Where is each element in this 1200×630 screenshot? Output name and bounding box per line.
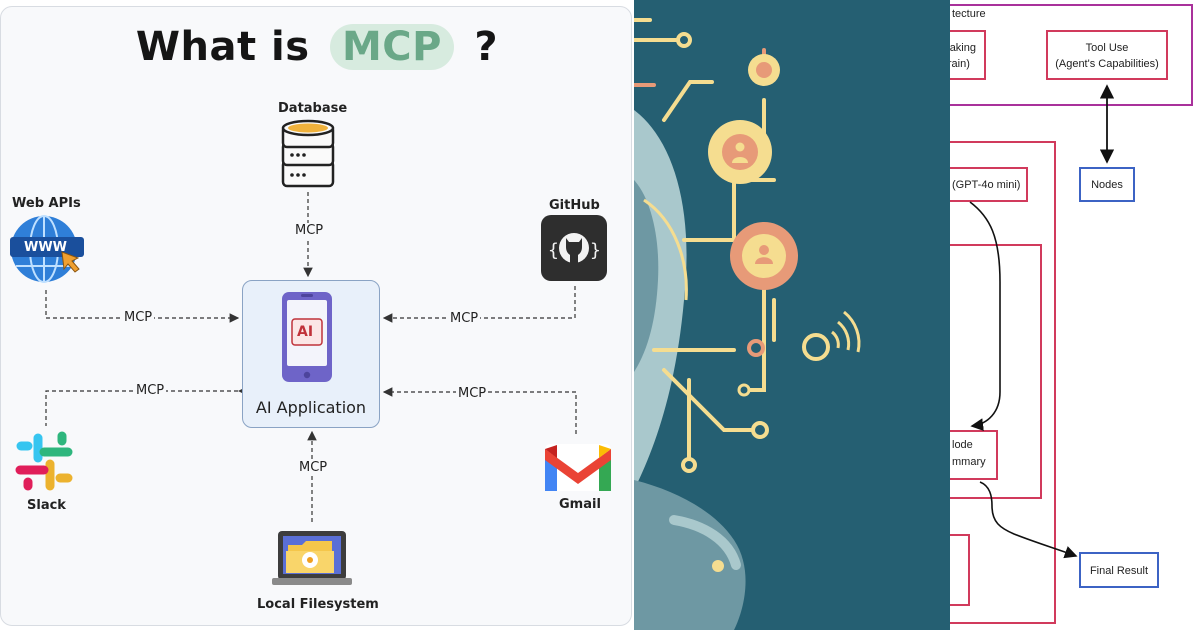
flow-arrows bbox=[969, 84, 1115, 559]
title-prefix: What is bbox=[135, 24, 310, 70]
filesystem-icon bbox=[272, 531, 352, 585]
filesystem-label: Local Filesystem bbox=[257, 597, 379, 612]
slack-label: Slack bbox=[27, 498, 66, 513]
phone-icon bbox=[282, 292, 332, 382]
circuit-art bbox=[634, 18, 861, 630]
title-suffix: ? bbox=[474, 24, 499, 70]
robot-hand-shape bbox=[634, 480, 746, 630]
mcp-label-github: MCP bbox=[448, 311, 481, 326]
ai-application-label: AI Application bbox=[255, 398, 367, 417]
edge-gmail bbox=[382, 387, 577, 434]
architecture-diagram-crop: tecture Making Brain) Tool Use (Agent's … bbox=[950, 0, 1200, 630]
node-line1: lode bbox=[952, 439, 973, 451]
summary-node-box: lode mmary bbox=[950, 430, 998, 480]
making-line2: Brain) bbox=[950, 58, 970, 70]
edge-web-apis bbox=[45, 290, 240, 323]
final-result-text: Final Result bbox=[1089, 565, 1149, 577]
svg-text:}: } bbox=[590, 240, 601, 261]
nodes-text: Nodes bbox=[1091, 179, 1123, 191]
decision-making-box: Making Brain) bbox=[950, 30, 986, 80]
gmail-label: Gmail bbox=[559, 497, 601, 512]
signal-node bbox=[802, 333, 830, 361]
database-label: Database bbox=[278, 101, 348, 116]
github-icon: { } bbox=[541, 215, 607, 281]
diagram-title: What is MCP ? bbox=[0, 24, 634, 70]
node-line2: mmary bbox=[952, 456, 986, 468]
github-label: GitHub bbox=[549, 198, 600, 213]
slack-icon bbox=[15, 431, 73, 491]
svg-text:{: { bbox=[548, 240, 559, 261]
robot-circuit-illustration bbox=[634, 0, 950, 630]
edge-slack bbox=[45, 390, 238, 426]
www-text: WWW bbox=[24, 240, 68, 255]
tool-use-line2: (Agent's Capabilities) bbox=[1055, 58, 1159, 70]
gpt-text: (GPT-4o mini) bbox=[952, 179, 1021, 191]
web-apis-label: Web APIs bbox=[12, 196, 81, 211]
ai-badge: AI bbox=[297, 324, 314, 340]
mcp-label-gmail: MCP bbox=[456, 386, 489, 401]
gpt-box: (GPT-4o mini) bbox=[950, 167, 1028, 202]
making-line1: Making bbox=[950, 42, 976, 54]
title-highlight: MCP bbox=[329, 24, 454, 70]
tool-use-box: Tool Use (Agent's Capabilities) bbox=[1046, 30, 1168, 80]
lower-box bbox=[950, 534, 970, 606]
nodes-box: Nodes bbox=[1079, 167, 1135, 202]
globe-icon bbox=[10, 215, 84, 283]
mcp-label-web-apis: MCP bbox=[122, 310, 155, 325]
architecture-header: tecture bbox=[952, 8, 986, 20]
top-frame bbox=[950, 4, 1193, 106]
edge-github bbox=[382, 286, 576, 323]
main-frame bbox=[950, 141, 1056, 624]
robot-eye-shape bbox=[634, 180, 659, 372]
database-icon bbox=[281, 119, 335, 188]
mcp-label-filesystem: MCP bbox=[297, 460, 330, 475]
tool-use-line1: Tool Use bbox=[1085, 42, 1129, 54]
mcp-label-database: MCP bbox=[293, 223, 326, 238]
gmail-icon bbox=[545, 444, 611, 491]
mcp-label-slack: MCP bbox=[134, 383, 167, 398]
final-result-box: Final Result bbox=[1079, 552, 1159, 588]
mcp-diagram-panel: What is MCP ? MCP MCP MCP MCP MCP MCP bbox=[0, 6, 634, 626]
